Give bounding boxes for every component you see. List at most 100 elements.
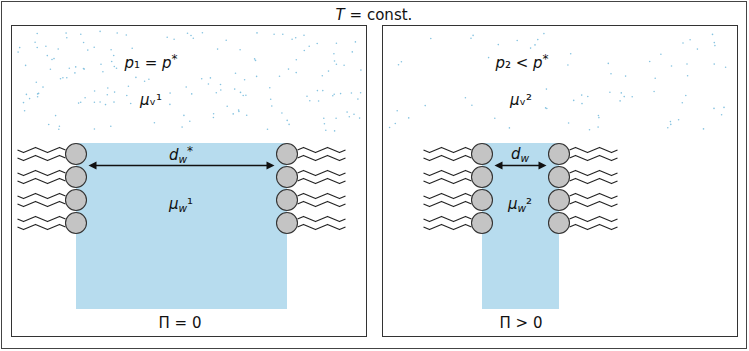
lipid-tail bbox=[424, 170, 472, 175]
lipid-tail bbox=[570, 193, 618, 198]
vapor-molecule bbox=[45, 46, 47, 48]
vapor-molecule bbox=[322, 75, 324, 77]
vapor-molecule bbox=[282, 33, 284, 35]
lipid-head bbox=[472, 167, 493, 188]
math-symbol: μ bbox=[510, 91, 520, 109]
vapor-molecule bbox=[360, 69, 362, 71]
math-symbol: p bbox=[124, 54, 134, 72]
vapor-molecule bbox=[55, 115, 57, 117]
vapor-molecule bbox=[50, 69, 52, 71]
vapor-molecule bbox=[295, 37, 297, 39]
vapor-molecule bbox=[649, 61, 651, 63]
vapor-molecule bbox=[689, 39, 691, 41]
vapor-molecule bbox=[660, 54, 662, 56]
vapor-molecule bbox=[472, 35, 474, 37]
vapor-molecule bbox=[144, 80, 146, 82]
vapor-molecule bbox=[686, 63, 688, 65]
vapor-molecule bbox=[23, 102, 25, 104]
vapor-molecule bbox=[537, 39, 539, 41]
vapor-molecule bbox=[401, 61, 403, 63]
vapor-molecule bbox=[281, 112, 283, 114]
vapor-molecule bbox=[343, 64, 345, 66]
vapor-molecule bbox=[530, 47, 532, 49]
vapor-molecule bbox=[154, 122, 156, 124]
vapor-molecule bbox=[430, 38, 432, 40]
vapor-molecule bbox=[131, 48, 133, 50]
lipid-head bbox=[277, 190, 298, 211]
vapor-molecule bbox=[110, 125, 112, 127]
vapor-molecule bbox=[516, 40, 518, 42]
math-symbol: p bbox=[495, 54, 505, 72]
vapor-molecule bbox=[678, 119, 680, 121]
math-label: Π > 0 bbox=[500, 314, 543, 333]
vapor-molecule bbox=[48, 124, 50, 126]
vapor-molecule bbox=[238, 109, 240, 111]
vapor-molecule bbox=[58, 129, 60, 131]
vapor-molecule bbox=[598, 115, 600, 117]
vapor-molecule bbox=[84, 97, 86, 99]
vapor-molecule bbox=[408, 117, 410, 119]
vapor-molecule bbox=[610, 73, 612, 75]
vapor-molecule bbox=[87, 49, 89, 51]
lipid-bilayer bbox=[12, 26, 366, 336]
lipid-tail bbox=[424, 201, 472, 206]
vapor-molecule bbox=[94, 128, 96, 130]
lipid-tail bbox=[18, 201, 66, 206]
vapor-molecule bbox=[270, 98, 272, 100]
lipid-head bbox=[549, 167, 570, 188]
lipid-head bbox=[66, 167, 87, 188]
vapor-molecule bbox=[19, 47, 21, 49]
vapor-molecule bbox=[239, 49, 241, 51]
vapor-molecule bbox=[113, 55, 115, 57]
math-label: μᵥ¹ bbox=[140, 91, 162, 110]
vapor-molecule bbox=[256, 32, 258, 34]
math-symbol: d bbox=[511, 145, 521, 163]
vapor-molecule bbox=[190, 35, 192, 37]
vapor-molecule bbox=[53, 58, 55, 60]
vapor-molecule bbox=[254, 58, 256, 60]
lipid-tail bbox=[424, 224, 472, 229]
vapor-molecule bbox=[36, 33, 38, 35]
vapor-molecule bbox=[498, 44, 500, 46]
lipid-tail bbox=[298, 216, 346, 221]
vapor-molecule bbox=[471, 104, 473, 106]
math-symbol: p bbox=[533, 54, 543, 72]
vapor-molecule bbox=[83, 42, 85, 44]
vapor-molecule bbox=[42, 86, 44, 88]
vapor-molecule bbox=[395, 123, 397, 125]
vapor-molecule bbox=[80, 101, 82, 103]
vapor-molecule bbox=[126, 34, 128, 36]
vapor-molecule bbox=[296, 59, 298, 61]
math-symbol: d bbox=[169, 146, 179, 164]
vapor-molecule bbox=[83, 68, 85, 70]
vapor-molecule bbox=[671, 65, 673, 67]
vapor-molecule bbox=[245, 95, 247, 97]
vapor-molecule bbox=[113, 101, 115, 103]
math-symbol: p bbox=[162, 54, 172, 72]
math-label: p₂ < p* bbox=[495, 52, 548, 73]
lipid-tail bbox=[570, 170, 618, 175]
vapor-molecule bbox=[213, 113, 215, 115]
vapor-molecule bbox=[714, 42, 716, 44]
vapor-molecule bbox=[355, 41, 357, 43]
vapor-molecule bbox=[667, 127, 669, 129]
lipid-tail bbox=[298, 170, 346, 175]
vapor-molecule bbox=[324, 123, 326, 125]
vapor-molecule bbox=[102, 71, 104, 73]
lipid-head bbox=[277, 144, 298, 165]
lipid-tail bbox=[298, 201, 346, 206]
vapor-molecule bbox=[111, 61, 113, 63]
lipid-tail bbox=[570, 216, 618, 221]
vapor-molecule bbox=[256, 76, 258, 78]
vapor-molecule bbox=[534, 44, 536, 46]
math-subscript: w bbox=[520, 152, 529, 164]
math-subscript: w bbox=[178, 153, 187, 165]
vapor-molecule bbox=[169, 104, 171, 106]
vapor-molecule bbox=[269, 87, 271, 89]
vapor-molecule bbox=[581, 94, 583, 96]
vapor-molecule bbox=[217, 48, 219, 50]
vapor-molecule bbox=[336, 64, 338, 66]
lipid-head bbox=[66, 144, 87, 165]
vapor-molecule bbox=[51, 59, 53, 61]
